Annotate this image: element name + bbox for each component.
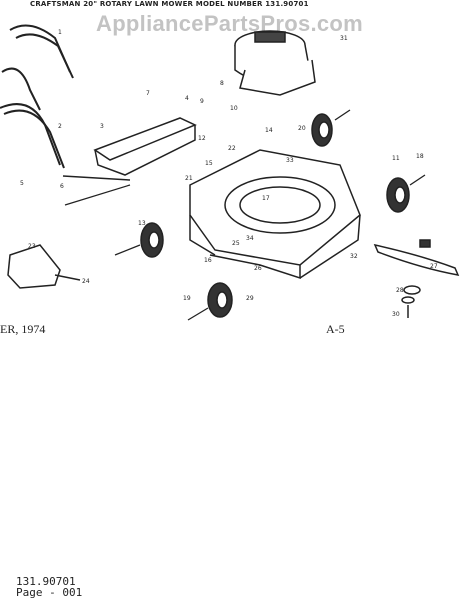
handle-assembly (0, 24, 131, 206)
callout-label: 15 (205, 160, 213, 167)
mower-deck (189, 149, 361, 280)
callout-label: 2 (58, 123, 62, 130)
callout-label: 16 (204, 257, 212, 264)
page-reference-note: A-5 (326, 322, 345, 336)
discharge-chute (7, 244, 81, 289)
callout-label: 31 (340, 35, 348, 42)
callout-label: 21 (185, 175, 193, 182)
callout-label: 19 (183, 295, 191, 302)
callout-label: 10 (230, 105, 238, 112)
callout-label: 8 (220, 80, 224, 87)
callout-label: 28 (396, 287, 404, 294)
callout-label: 12 (198, 135, 206, 142)
callout-label: 27 (430, 263, 438, 270)
revision-date-note: ER, 1974 (0, 322, 46, 336)
watermark: AppliancePartsPros.com (96, 11, 364, 36)
callout-label: 6 (60, 183, 64, 190)
callout-label: 34 (246, 235, 254, 242)
callout-label: 29 (246, 295, 254, 302)
callout-label: 9 (200, 98, 204, 105)
diagram-header-title: CRAFTSMAN 20" ROTARY LAWN MOWER MODEL NU… (30, 0, 309, 8)
blade-assembly (373, 239, 460, 318)
callout-label: 1 (58, 29, 62, 36)
footer-model-number: 131.90701 (16, 575, 76, 588)
callout-label: 7 (146, 90, 150, 97)
engine (234, 30, 316, 96)
callout-labels: 1 2 3 4 5 6 7 8 9 10 11 12 13 14 15 16 1… (20, 29, 438, 318)
callout-label: 3 (100, 123, 104, 130)
callout-label: 20 (298, 125, 306, 132)
callout-label: 17 (262, 195, 270, 202)
callout-label: 33 (286, 157, 294, 164)
callout-label: 23 (28, 243, 36, 250)
callout-label: 24 (82, 278, 90, 285)
callout-label: 4 (185, 95, 189, 102)
callout-label: 22 (228, 145, 236, 152)
callout-label: 18 (416, 153, 424, 160)
callout-label: 26 (254, 265, 262, 272)
callout-label: 13 (138, 220, 146, 227)
callout-label: 25 (232, 240, 240, 247)
wheels (140, 113, 410, 318)
callout-label: 11 (392, 155, 400, 162)
callout-label: 14 (265, 127, 273, 134)
callout-label: 30 (392, 311, 400, 318)
grass-bag-frame (93, 117, 197, 176)
callout-label: 5 (20, 180, 24, 187)
footer-page-number: Page - 001 (16, 586, 83, 599)
axle-bolts (114, 109, 426, 321)
callout-label: 32 (350, 253, 358, 260)
